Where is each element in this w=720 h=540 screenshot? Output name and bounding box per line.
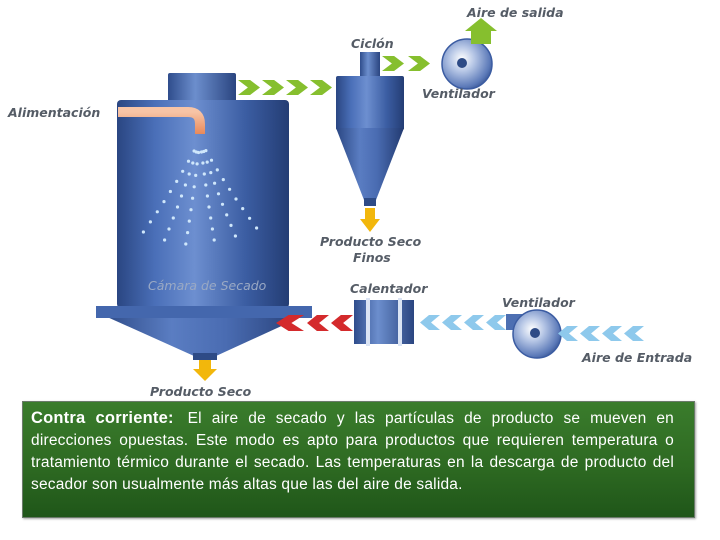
spray-droplet <box>248 216 252 220</box>
spray-droplet <box>209 216 213 220</box>
caption-box: Contra corriente:El aire de secado y las… <box>22 401 695 518</box>
inlet-air-chevron <box>558 326 578 341</box>
inlet-air-chevron <box>580 326 600 341</box>
spray-droplet <box>202 172 206 176</box>
drying-chamber <box>96 73 312 360</box>
inlet-fan <box>506 309 562 359</box>
spray-droplets <box>141 149 259 246</box>
exhaust-chevron <box>310 80 332 95</box>
spray-droplet <box>205 160 209 164</box>
exhaust-chevron <box>238 80 260 95</box>
spray-droplet <box>196 150 201 155</box>
spray-droplet <box>210 227 214 231</box>
spray-droplet <box>241 207 245 211</box>
exhaust-fan <box>441 18 497 90</box>
spray-droplet <box>213 181 217 185</box>
label-fines-line2: Finos <box>353 250 391 265</box>
spray-droplet <box>201 161 205 165</box>
hot-air-chevron <box>331 315 353 331</box>
caption-body: El aire de secado y las partículas de pr… <box>31 410 674 493</box>
inlet-air-chevron <box>624 326 644 341</box>
spray-droplet <box>162 200 166 204</box>
inlet-air-chevron <box>486 315 506 330</box>
inlet-air-chevron <box>442 315 462 330</box>
caption-title: Contra corriente: <box>31 409 174 427</box>
inlet-air-arrows <box>420 315 644 341</box>
spray-droplet <box>229 223 233 227</box>
label-feed: Alimentación <box>7 105 100 120</box>
spray-droplet <box>233 234 237 238</box>
spray-droplet <box>155 210 159 214</box>
spray-droplet <box>187 172 191 176</box>
spray-droplet <box>187 219 191 223</box>
spray-droplet <box>209 158 214 162</box>
hot-air-chevron <box>276 315 304 331</box>
spray-droplet <box>183 183 187 187</box>
spray-droplet <box>195 162 199 166</box>
spray-droplet <box>167 227 171 231</box>
cyclone <box>336 52 404 206</box>
spray-droplet <box>255 226 259 230</box>
spray-droplet <box>175 205 180 209</box>
spray-droplet <box>191 161 195 165</box>
spray-droplet <box>148 220 152 224</box>
fines-outlet-arrow <box>360 208 380 232</box>
label-cyclone: Ciclón <box>351 36 394 51</box>
inlet-air-chevron <box>420 315 440 330</box>
spray-droplet <box>184 242 188 246</box>
inlet-air-chevron <box>464 315 484 330</box>
exhaust-chevron <box>408 56 430 71</box>
spray-droplet <box>186 159 191 163</box>
spray-droplet <box>163 238 167 242</box>
spray-droplet <box>168 189 172 194</box>
spray-droplet <box>181 169 185 173</box>
spray-droplet <box>225 213 229 217</box>
spray-droplet <box>205 194 209 198</box>
spray-droplet <box>215 168 219 172</box>
label-product: Producto Seco <box>150 384 252 399</box>
spray-droplet <box>207 205 211 209</box>
caption-text: Contra corriente:El aire de secado y las… <box>31 407 674 496</box>
spray-droplet <box>220 202 225 206</box>
hot-air-arrows <box>276 315 353 331</box>
feed-pipe <box>118 107 205 134</box>
product-outlet-arrow <box>193 360 217 381</box>
spray-droplet <box>204 149 208 153</box>
spray-droplet <box>192 185 196 189</box>
exhaust-chevron <box>286 80 308 95</box>
spray-dryer-diagram: Aire de salida Ciclón Ventilador Aliment… <box>7 5 692 399</box>
spray-droplet <box>191 196 195 200</box>
spray-droplet <box>194 173 198 177</box>
spray-droplet <box>141 230 145 234</box>
label-exhaust-fan: Ventilador <box>422 86 496 101</box>
label-fines-line1: Producto Seco <box>320 234 422 249</box>
spray-droplet <box>216 192 221 196</box>
inlet-air-chevron <box>602 326 622 341</box>
hot-air-chevron <box>307 315 329 331</box>
spray-droplet <box>171 216 175 220</box>
spray-droplet <box>189 208 193 212</box>
label-chamber: Cámara de Secado <box>148 278 267 293</box>
exhaust-air-arrows <box>238 56 430 95</box>
exhaust-chevron <box>262 80 284 95</box>
spray-droplet <box>228 187 232 191</box>
label-inlet-air: Aire de Entrada <box>581 350 692 365</box>
spray-droplet <box>221 178 225 182</box>
spray-droplet <box>175 179 179 183</box>
spray-droplet <box>209 171 213 175</box>
heater <box>354 298 414 346</box>
label-exhaust-air: Aire de salida <box>466 5 564 20</box>
spray-droplet <box>212 238 216 242</box>
exhaust-chevron <box>382 56 404 71</box>
spray-droplet <box>204 183 208 187</box>
spray-droplet <box>179 194 184 198</box>
label-heater: Calentador <box>350 281 428 296</box>
label-inlet-fan: Ventilador <box>502 295 576 310</box>
spray-droplet <box>234 197 238 201</box>
spray-droplet <box>186 231 190 235</box>
